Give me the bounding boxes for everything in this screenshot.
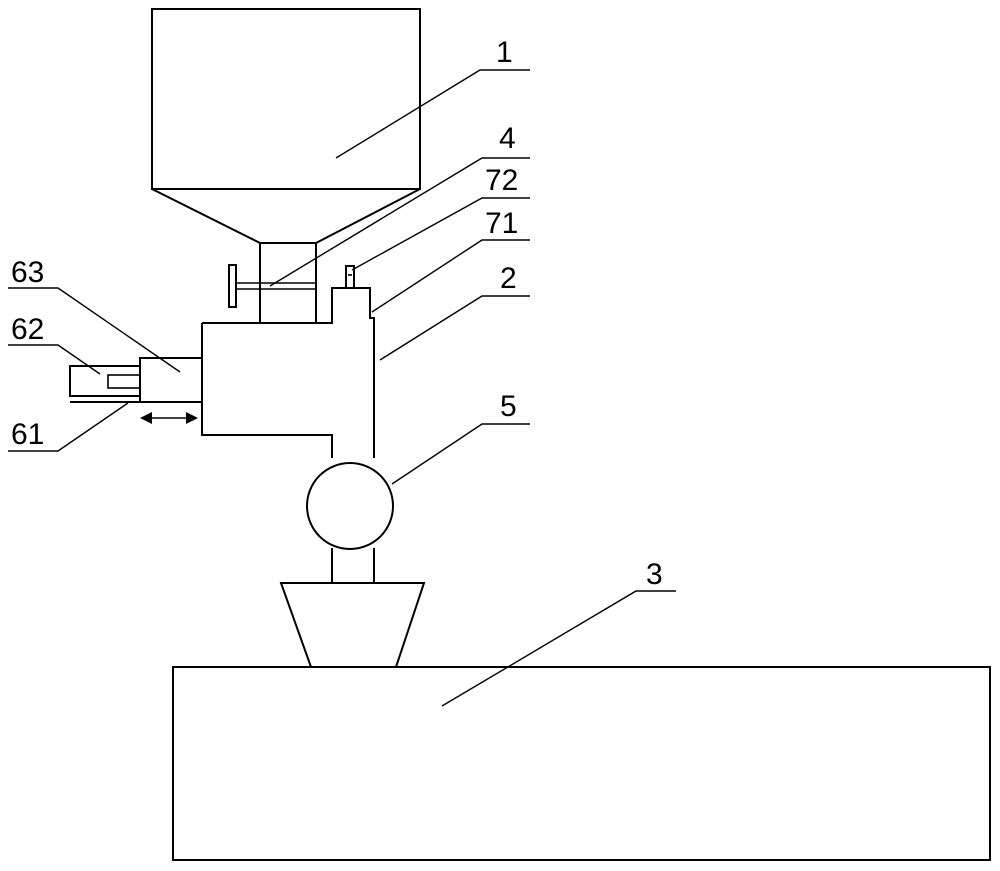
label-pump: 5 [500, 390, 517, 423]
label-plunger: 63 [11, 256, 44, 289]
label-cylinder: 62 [11, 313, 44, 346]
plunger-assembly [69, 357, 203, 403]
label-sensor-base: 71 [485, 207, 518, 240]
label-hopper: 1 [496, 36, 513, 69]
label-tank: 3 [646, 558, 663, 591]
funnel [279, 582, 426, 668]
lower-pipe [331, 548, 375, 583]
valve-handle [228, 264, 316, 308]
leader-lines [8, 69, 676, 707]
pump [306, 462, 394, 550]
motion-arrow [140, 412, 198, 424]
hopper [151, 8, 421, 323]
label-sensor: 72 [485, 164, 518, 197]
label-valve: 4 [499, 122, 516, 155]
main-body [201, 287, 375, 458]
label-pipe: 2 [500, 262, 517, 295]
tank [172, 666, 991, 861]
label-cylinder-rod: 61 [11, 418, 44, 451]
sensor [345, 265, 355, 289]
part-labels: 1 4 72 71 2 5 3 63 62 61 [11, 36, 663, 591]
